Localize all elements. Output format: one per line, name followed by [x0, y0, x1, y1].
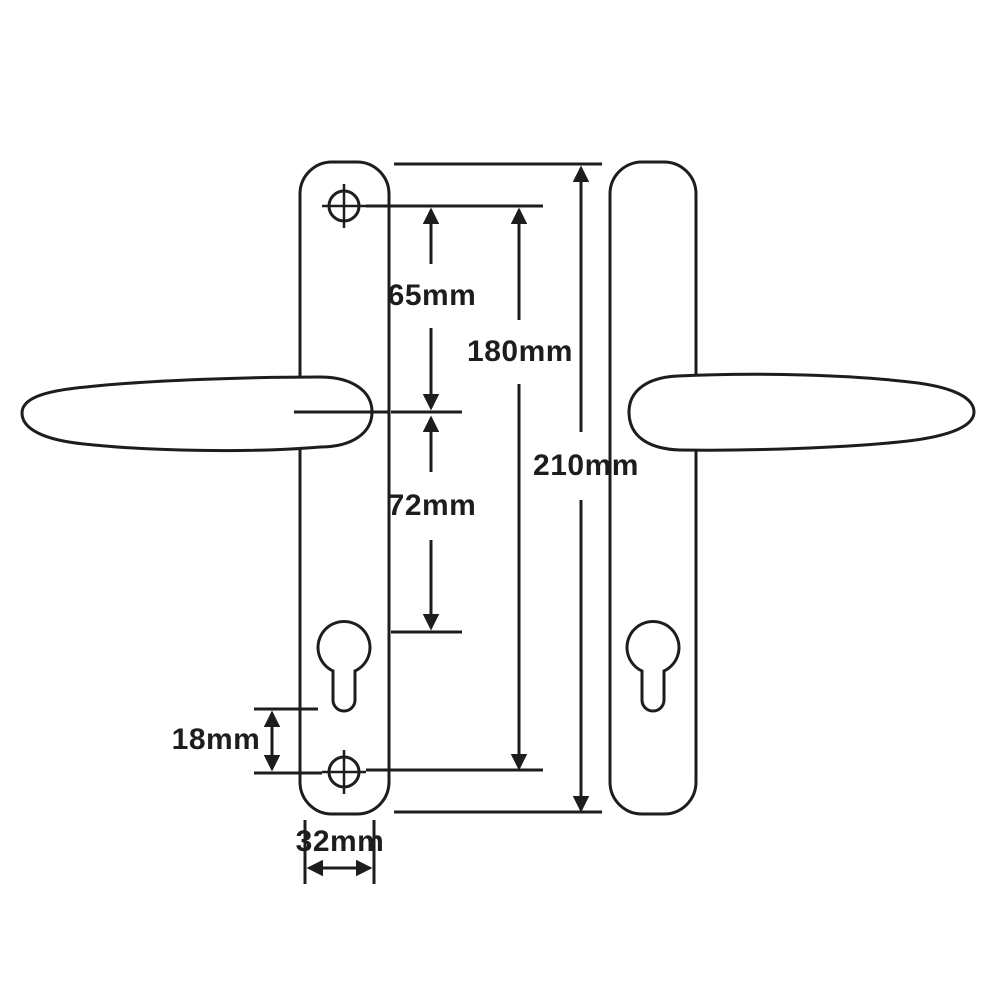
- dimension-lines: [263, 165, 590, 877]
- left-euro-cylinder-keyhole: [316, 619, 372, 713]
- dimension-label-18mm: 18mm: [171, 723, 261, 756]
- right-lever-handle: [627, 372, 976, 452]
- dimension-label-65mm: 65mm: [387, 279, 477, 312]
- top-screw-head-icon: [322, 184, 366, 228]
- dimension-label-180mm: 180mm: [467, 335, 573, 368]
- dimension-label-210mm: 210mm: [533, 449, 639, 482]
- left-backplate-outline: [298, 160, 391, 816]
- bottom-screw-head-icon: [322, 750, 366, 794]
- extension-lines: [254, 162, 602, 884]
- dimension-label-32mm: 32mm: [295, 825, 385, 858]
- dimension-label-72mm: 72mm: [387, 489, 477, 522]
- right-euro-cylinder-keyhole: [625, 619, 681, 713]
- right-backplate-outline: [608, 160, 698, 816]
- left-lever-handle: [20, 375, 374, 453]
